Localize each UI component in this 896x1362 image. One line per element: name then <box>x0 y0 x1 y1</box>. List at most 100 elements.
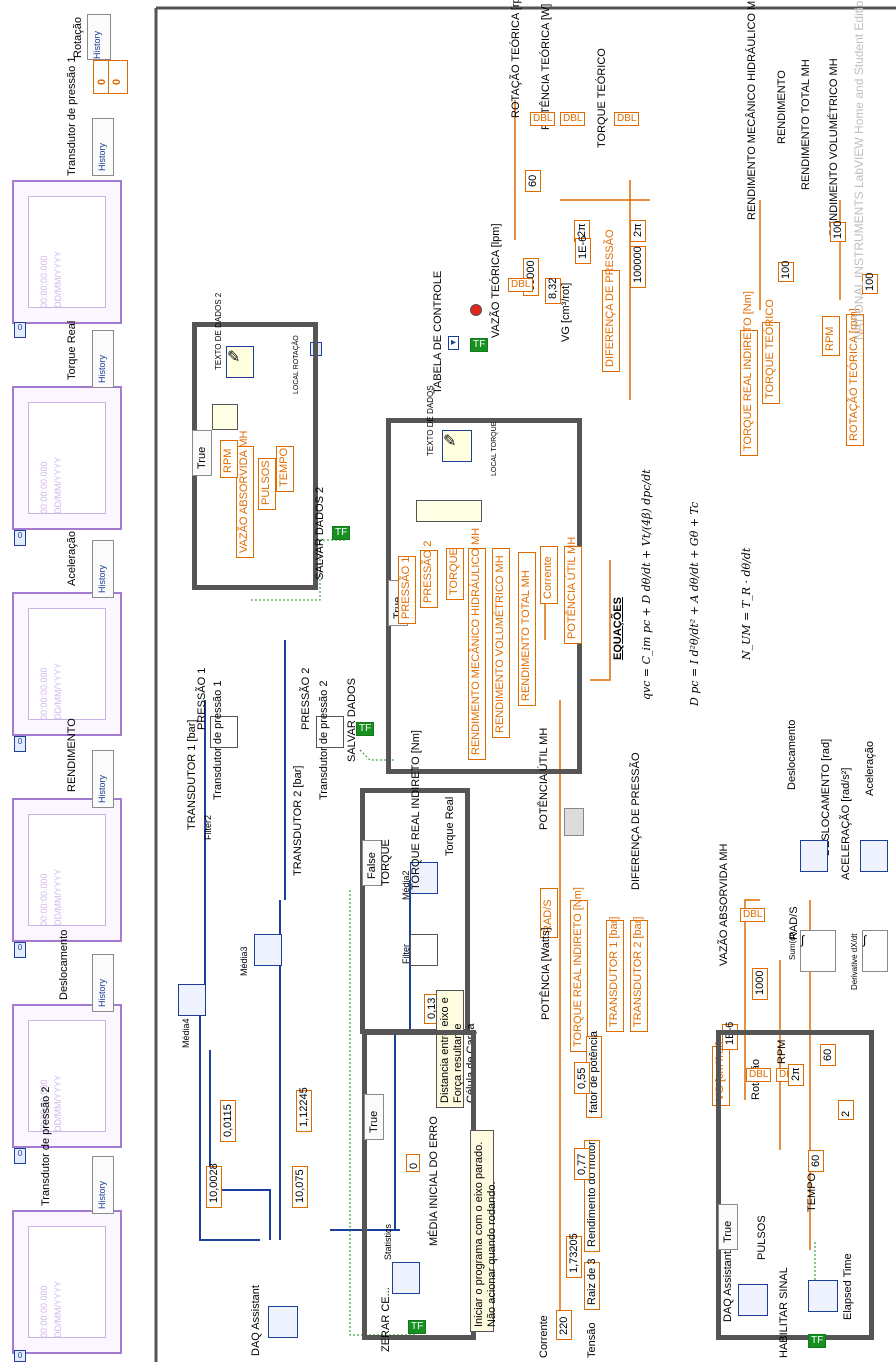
history-button[interactable]: History <box>92 540 114 598</box>
rotacao-history-box[interactable]: History <box>87 14 111 60</box>
item-vazao: VAZÃO ABSORVIDA MH <box>236 446 254 558</box>
torque-real-ctl[interactable]: TORQUE REAL INDIRETO [Nm] <box>570 900 588 1052</box>
save-button[interactable]: TF <box>332 526 350 540</box>
express-vi-icon-b[interactable] <box>860 840 888 872</box>
case-selector[interactable]: False <box>362 840 382 886</box>
dbl-indicator: DBL <box>508 278 533 292</box>
express-vi-icon[interactable] <box>800 840 828 872</box>
history-button[interactable]: History <box>92 330 114 388</box>
const-0-0115: 0,0115 <box>220 1100 236 1142</box>
rotacao-label: Rotação <box>72 17 85 58</box>
habilitar-button[interactable]: TF <box>808 1334 826 1348</box>
transd1-ctl[interactable]: TRANSDUTOR 1 [bar] <box>606 920 624 1032</box>
chart-panel[interactable]: 00:00:00.000 DD/MM/YYYY <box>12 798 122 942</box>
case-selector[interactable]: True <box>192 430 212 476</box>
acel-label: ACELERAÇÃO [rad/s²] <box>840 768 853 880</box>
case-selector[interactable]: True <box>718 1204 738 1250</box>
const-2: 2 <box>838 1100 854 1120</box>
tabela-label: TABELA DE CONTROLE <box>432 271 445 394</box>
history-button[interactable]: History <box>92 954 114 1012</box>
dbl-indicator: DBL <box>614 112 639 126</box>
integral-icon[interactable]: ∫ <box>800 930 836 972</box>
index-display: 0 <box>14 1148 26 1164</box>
stats-label: Statistics <box>382 1224 395 1260</box>
media-erro-label: MÉDIA INICIAL DO ERRO <box>428 1116 441 1246</box>
index-display: 0 <box>14 322 26 338</box>
chart-label: Transdutor de pressão 1 <box>66 57 79 176</box>
elapsed-icon[interactable] <box>808 1280 838 1312</box>
transd2-ctl[interactable]: TRANSDUTOR 2 [bar] <box>630 920 648 1032</box>
save-button[interactable]: TF <box>356 722 374 736</box>
const-1000: 1000 <box>752 968 768 1000</box>
mean3-icon[interactable] <box>254 934 282 966</box>
write-file-icon[interactable]: ✎ <box>226 346 254 378</box>
rot-teorica-label: ROTAÇÃO TEÓRICA [rpm] <box>510 0 523 118</box>
derivative-label: Derivative dX/dt <box>848 934 861 990</box>
desloc-rad-label: DESLOCAMENTO [rad] <box>820 739 833 856</box>
chart-panel[interactable]: 00:00:00.000 DD/MM/YYYY <box>12 386 122 530</box>
case-selector[interactable]: True <box>364 1094 384 1140</box>
pulsos-label: PULSOS <box>756 1215 769 1260</box>
history-button[interactable]: History <box>92 118 114 176</box>
chart-panel[interactable]: 00:00:00.000 DD/MM/YYYY <box>12 180 122 324</box>
daq-icon[interactable] <box>268 1306 298 1338</box>
const-10-075: 10,075 <box>292 1166 308 1208</box>
mean4-icon[interactable] <box>178 984 206 1016</box>
derivative-icon[interactable]: ∫ <box>862 930 888 972</box>
media4-label: Média4 <box>180 1018 193 1048</box>
item-corrente: Corrente <box>540 546 558 604</box>
const-100-b: 100 <box>830 222 846 242</box>
raiz3-const: Raiz de 3 <box>584 1262 600 1310</box>
rend-total-label: RENDIMENTO TOTAL MH <box>800 59 813 190</box>
chart-panel[interactable]: 00:00:00.000 DD/MM/YYYY <box>12 1004 122 1148</box>
const-60: 60 <box>808 1150 824 1172</box>
tempo-label: TEMPO <box>806 1173 819 1212</box>
elapsed-label: Elapsed Time <box>842 1253 855 1320</box>
habilitar-label: HABILITAR SINAL <box>778 1267 791 1358</box>
media3-label: Média3 <box>238 946 251 976</box>
vazao-teorica-label: VAZÃO TEÓRICA [lpm] <box>490 223 503 338</box>
daq-label: DAQ Assistant <box>250 1285 263 1356</box>
chart-label: Deslocamento <box>58 930 71 1000</box>
stats-icon[interactable] <box>392 1262 420 1294</box>
history-button[interactable]: History <box>92 750 114 808</box>
item-rend-vol: RENDIMENTO VOLUMÉTRICO MH <box>492 548 510 738</box>
rpm-ctl[interactable]: RPM <box>822 316 840 356</box>
torque-teorico-ctl[interactable]: TORQUE TEÓRICO <box>762 322 780 404</box>
const-60: 60 <box>525 170 541 192</box>
daq2-label: DAQ Assistant2 <box>722 1245 735 1322</box>
chart-panel[interactable]: 00:00:00.000 DD/MM/YYYY <box>12 1210 122 1354</box>
history-button[interactable]: History <box>92 1156 114 1214</box>
torque-label: TORQUE <box>380 839 393 886</box>
const-0: 0 <box>406 1154 420 1172</box>
p1-label: PRESSÃO 1 <box>196 668 209 730</box>
watermark: NATIONAL INSTRUMENTS LabVIEW Home and St… <box>852 0 866 340</box>
torque-chart-label: Torque Real <box>444 797 457 856</box>
item-p1: PRESSÃO 1 <box>398 556 416 624</box>
chart-label: RENDIMENTO <box>66 718 79 792</box>
write-file-icon[interactable]: ✎ <box>442 430 472 462</box>
item-rend-mec: RENDIMENTO MECÂNICO HIDRÁULICO MH <box>468 548 486 760</box>
const-100000: 100000 <box>630 246 646 288</box>
item-p2: PRESSÃO 2 <box>420 550 438 608</box>
rotacao-control-b[interactable]: 0 <box>108 60 128 94</box>
item-rpm: RPM <box>220 440 238 478</box>
const-1e6: 1E-6 <box>575 238 591 264</box>
index-display: 0 <box>14 736 26 752</box>
index-display: 0 <box>14 1350 26 1362</box>
zerar-button[interactable]: TF <box>408 1320 426 1334</box>
const-8-32: 8,32 <box>545 278 561 304</box>
desloc-label: Deslocamento <box>786 720 799 790</box>
chart-panel[interactable]: 00:00:00.000 DD/MM/YYYY <box>12 592 122 736</box>
filter-icon[interactable] <box>410 934 438 966</box>
equation-1: qvc = C_im pc + D dθ/dt + Vt/(4β) dpc/dt <box>640 469 653 700</box>
transd1-label: TRANSDUTOR 1 [bar] <box>186 720 199 830</box>
daq2-icon[interactable] <box>738 1284 768 1316</box>
potencia-label: POTÊNCIA [Watts] <box>540 928 553 1021</box>
local-label: LOCAL ROTAÇÃO <box>290 335 303 394</box>
tabela-control[interactable]: ▸ <box>448 336 459 350</box>
dif-pressao-control[interactable]: DIFERENÇA DE PRESSÃO <box>602 270 620 372</box>
index-display: 0 <box>14 530 26 546</box>
torque-real-ind-ctl[interactable]: TORQUE REAL INDIRETO [Nm] <box>740 330 758 456</box>
